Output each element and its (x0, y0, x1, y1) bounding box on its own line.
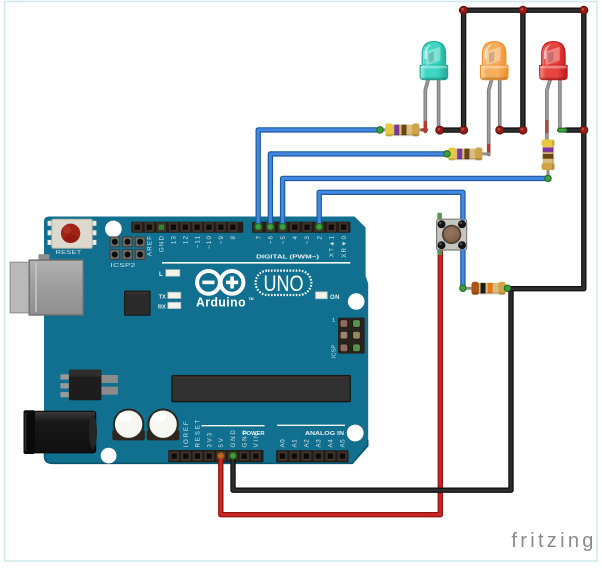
svg-text:A2: A2 (304, 439, 311, 448)
svg-text:1: 1 (332, 318, 335, 324)
svg-text:GND: GND (241, 428, 248, 447)
svg-text:~3: ~3 (304, 235, 311, 244)
svg-text:4: 4 (292, 235, 299, 240)
svg-text:ANALOG IN: ANALOG IN (305, 431, 344, 437)
svg-text:POWER: POWER (243, 431, 266, 437)
svg-text:ICSP: ICSP (332, 345, 338, 358)
svg-text:3V3: 3V3 (206, 431, 213, 447)
svg-text:XR▼0: XR▼0 (341, 235, 348, 258)
svg-text:VIN: VIN (253, 432, 260, 448)
svg-text:7: 7 (255, 235, 262, 240)
svg-text:fritzing: fritzing (511, 530, 596, 552)
svg-text:2: 2 (316, 235, 323, 240)
svg-text:~9: ~9 (218, 235, 225, 244)
svg-text:ON: ON (330, 295, 340, 301)
svg-text:~5: ~5 (280, 235, 287, 244)
svg-text:8: 8 (230, 235, 237, 240)
svg-text:DIGITAL (PWM~): DIGITAL (PWM~) (256, 254, 319, 260)
svg-text:A0: A0 (280, 439, 287, 448)
svg-text:AREF: AREF (147, 235, 154, 256)
svg-text:Arduino: Arduino (196, 295, 246, 309)
svg-text:UNO: UNO (264, 271, 304, 296)
svg-text:13: 13 (171, 235, 178, 244)
svg-text:A5: A5 (340, 439, 347, 448)
svg-text:A4: A4 (328, 439, 335, 448)
svg-text:~6: ~6 (268, 235, 275, 244)
svg-text:TM: TM (249, 297, 254, 301)
svg-text:RESET: RESET (195, 418, 202, 448)
svg-text:5V: 5V (218, 436, 225, 447)
svg-text:~10: ~10 (206, 235, 213, 249)
svg-text:RESET: RESET (56, 250, 83, 256)
svg-text:12: 12 (183, 235, 190, 244)
svg-text:GND: GND (230, 428, 237, 447)
svg-text:TX: TX (159, 294, 166, 300)
svg-text:A1: A1 (292, 439, 299, 448)
svg-text:RX: RX (158, 305, 166, 311)
svg-text:ICSP2: ICSP2 (111, 263, 136, 269)
svg-text:GND: GND (159, 235, 166, 252)
svg-text:XT▲1: XT▲1 (329, 235, 336, 257)
svg-text:IOREF: IOREF (183, 420, 190, 448)
svg-text:~11: ~11 (194, 235, 201, 249)
svg-text:A3: A3 (316, 439, 323, 448)
svg-text:L: L (159, 271, 163, 278)
